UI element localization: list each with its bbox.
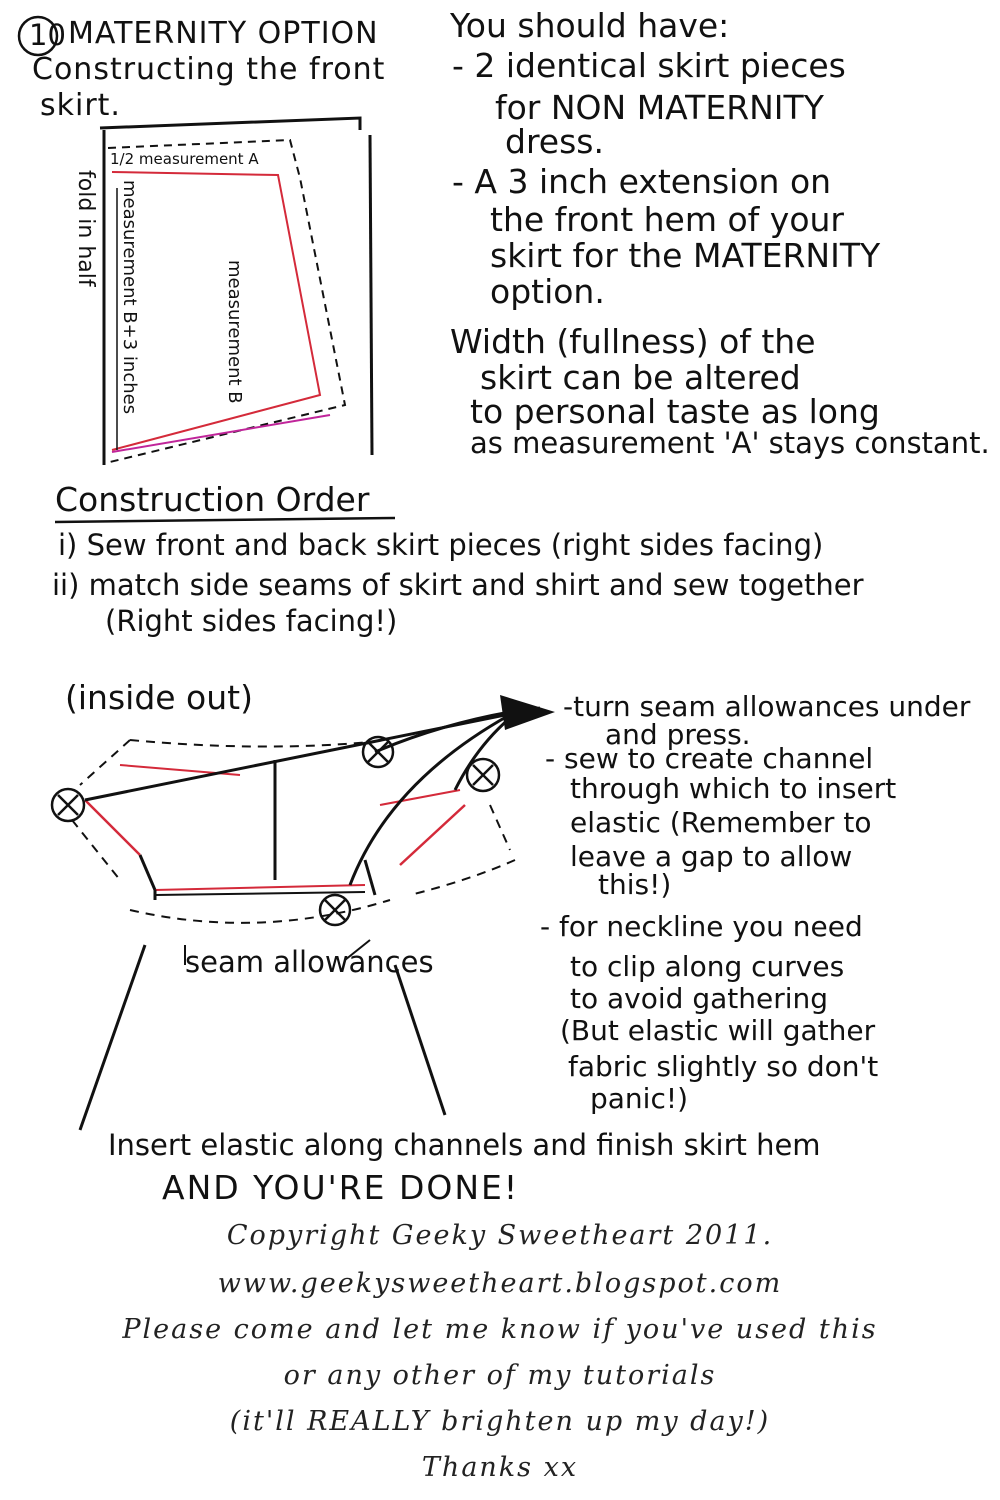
step-title: MATERNITY OPTION <box>68 16 379 51</box>
label-measurement-b: measurement B <box>224 260 245 404</box>
note3-line3: to avoid gathering <box>570 982 829 1015</box>
note3-line2: to clip along curves <box>570 950 845 983</box>
note2-line2: through which to insert <box>570 772 897 805</box>
label-half-measurement-a: 1/2 measurement A <box>110 150 259 168</box>
item1-line1: - 2 identical skirt pieces <box>452 46 846 85</box>
construction-heading: Construction Order <box>55 480 370 519</box>
construction-step-1: i) Sew front and back skirt pieces (righ… <box>58 528 824 562</box>
label-inside-out: (inside out) <box>65 678 253 717</box>
note-line1: Width (fullness) of the <box>450 322 816 361</box>
note3-line6: panic!) <box>590 1082 688 1115</box>
label-measurement-b-plus-3: measurement B+3 inches <box>119 180 140 415</box>
footer-url: www.geekysweetheart.blogspot.com <box>217 1268 783 1299</box>
note-line2: skirt can be altered <box>480 358 801 397</box>
step-number: 10 <box>29 18 66 52</box>
note3-line4: (But elastic will gather <box>560 1014 876 1047</box>
footer-thanks: Thanks xx <box>421 1452 579 1483</box>
label-fold-in-half: fold in half <box>73 170 98 287</box>
item1-line2: for NON MATERNITY <box>495 88 824 127</box>
note2-line5: this!) <box>598 868 672 901</box>
footer-copyright: Copyright Geeky Sweetheart 2011. <box>226 1220 774 1251</box>
footer-line-3: Please come and let me know if you've us… <box>122 1314 878 1345</box>
item2-line4: option. <box>490 272 605 311</box>
item1-line3: dress. <box>505 122 604 161</box>
note1-line1: -turn seam allowances under <box>563 690 971 723</box>
step-subtitle-2: skirt. <box>40 88 121 123</box>
footer-line-4: or any other of my tutorials <box>283 1360 717 1391</box>
you-should-have-heading: You should have: <box>450 6 730 45</box>
note-line4: as measurement 'A' stays constant. <box>470 426 990 460</box>
finish-line-1: Insert elastic along channels and finish… <box>108 1128 821 1162</box>
note2-line3: elastic (Remember to <box>570 806 872 839</box>
construction-step-2: ii) match side seams of skirt and shirt … <box>52 568 864 602</box>
item2-line1: - A 3 inch extension on <box>452 162 832 201</box>
note2-line4: leave a gap to allow <box>570 840 853 873</box>
item2-line2: the front hem of your <box>490 200 844 239</box>
finish-line-2: AND YOU'RE DONE! <box>162 1168 520 1207</box>
construction-step-2b: (Right sides facing!) <box>105 604 398 638</box>
label-seam-allowances: seam allowances <box>185 945 434 979</box>
item2-line3: skirt for the MATERNITY <box>490 236 881 275</box>
footer-line-5: (it'll REALLY brighten up my day!) <box>229 1406 771 1437</box>
note2-line1: - sew to create channel <box>545 742 874 775</box>
note-line3: to personal taste as long <box>470 392 880 431</box>
note3-line1: - for neckline you need <box>540 910 863 943</box>
note1-line2: and press. <box>605 718 751 751</box>
note3-line5: fabric slightly so don't <box>568 1050 879 1083</box>
step-subtitle: Constructing the front <box>32 52 386 87</box>
